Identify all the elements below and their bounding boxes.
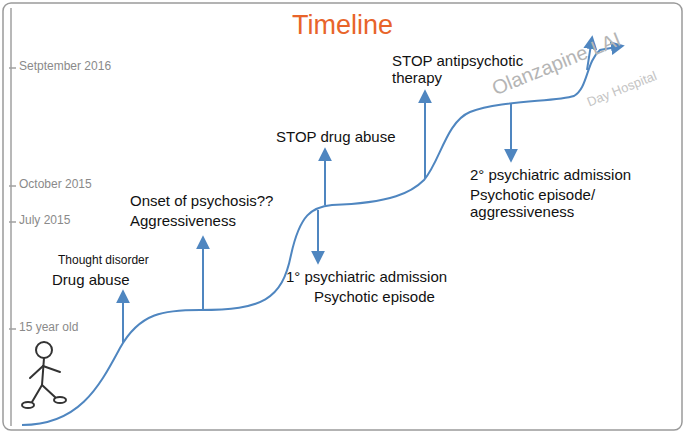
axis-date: October 2015 — [19, 178, 92, 192]
event-label: Psychotic episode/ aggressiveness — [470, 186, 620, 221]
timeline-curve — [22, 46, 622, 425]
stick-figure — [22, 342, 66, 408]
event-arrows — [123, 92, 511, 343]
diagram-title: Timeline — [0, 10, 685, 41]
event-label: 2° psychiatric admission — [470, 166, 631, 183]
event-label: Thought disorder — [58, 254, 149, 268]
event-label: Aggressiveness — [130, 212, 236, 229]
event-label: Drug abuse — [52, 271, 130, 288]
event-label: Onset of psychosis?? — [130, 192, 273, 209]
time-axis — [10, 8, 12, 426]
axis-date: July 2015 — [19, 214, 70, 228]
event-label: 1° psychiatric admission — [286, 268, 447, 285]
axis-date: Setptember 2016 — [19, 60, 111, 74]
event-label: Psychotic episode — [314, 288, 435, 305]
frame — [3, 3, 682, 430]
watermark-label: Day Hospital — [585, 69, 659, 110]
axis-ticks — [9, 68, 16, 329]
axis-date: 15 year old — [19, 321, 78, 335]
event-label: STOP drug abuse — [276, 128, 396, 145]
